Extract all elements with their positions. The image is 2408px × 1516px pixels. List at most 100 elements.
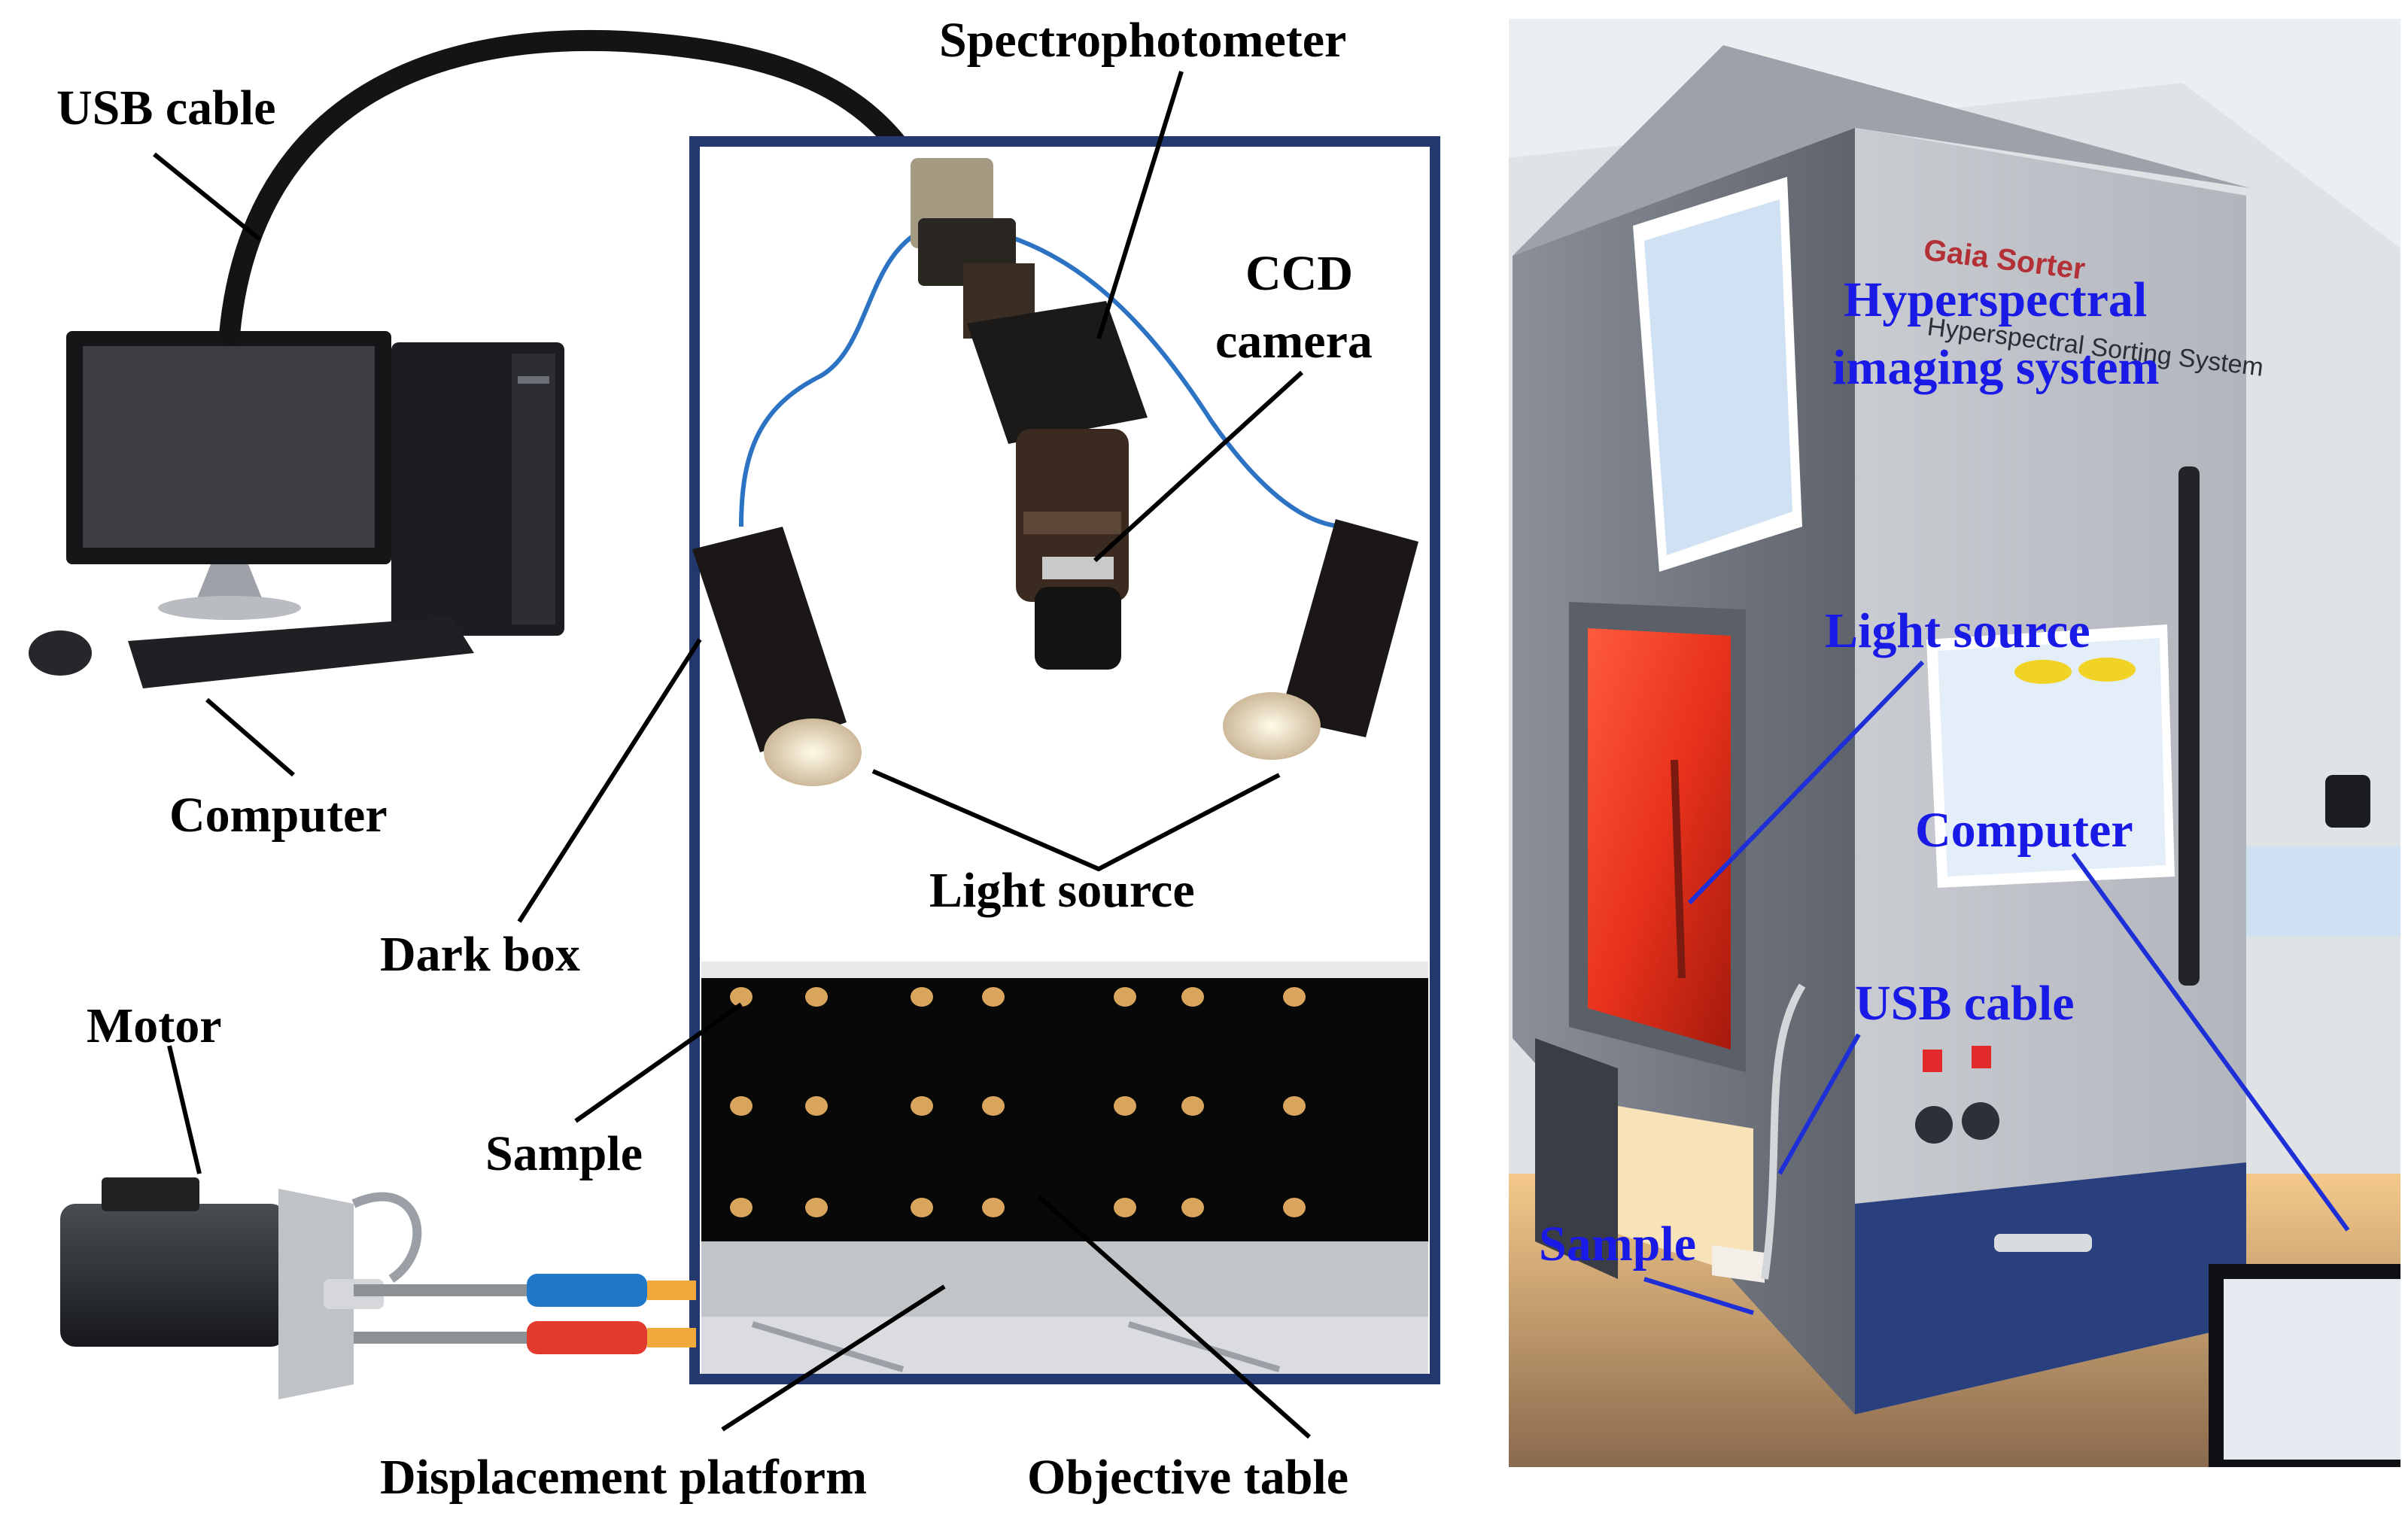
sample-grain <box>805 1096 828 1116</box>
chamber-window-red <box>1588 628 1731 1050</box>
flowchart-badge-1 <box>2014 660 2072 684</box>
label-usb-cable: USB cable <box>56 81 276 135</box>
pc-tower-front <box>512 354 555 624</box>
label-hsi-line1: Hyperspectral <box>1844 272 2147 327</box>
sample-grain <box>730 1096 752 1116</box>
displacement-platform <box>701 1241 1428 1317</box>
sample-grain <box>1181 1198 1204 1217</box>
sample-grain <box>982 1096 1005 1116</box>
leader-sample <box>574 1002 743 1123</box>
lens-ring <box>1023 512 1121 534</box>
leader-ccd-camera <box>1093 370 1304 563</box>
notice-sheet-content <box>1644 199 1792 555</box>
machine-legs <box>1535 1038 1618 1279</box>
monitor-screen <box>83 346 375 548</box>
label-dark-box: Dark box <box>380 927 580 982</box>
plug-red <box>527 1321 647 1354</box>
chamber-rod <box>1671 759 1686 979</box>
sample-grain <box>982 987 1005 1007</box>
label-ccd-line1: CCD <box>1245 246 1353 301</box>
label-right-light-source: Light source <box>1825 603 2090 658</box>
sample-grains <box>730 987 1306 1217</box>
switch-1 <box>1923 1050 1942 1072</box>
label-hsi-line2: imaging system <box>1832 340 2159 395</box>
plug-blue <box>527 1274 647 1307</box>
leader-displacement-platform <box>721 1284 946 1432</box>
right-leader-lines <box>1643 660 2350 1315</box>
keyboard <box>128 617 474 688</box>
leader-objective-table <box>1037 1194 1311 1439</box>
computer-illustration <box>29 331 564 688</box>
sample-grain <box>1283 987 1306 1007</box>
leader-spectrophotometer <box>1096 71 1184 339</box>
leader-computer <box>205 697 295 777</box>
platform-strut-1 <box>751 1321 905 1372</box>
ccd-lens-front <box>1035 587 1121 670</box>
desk-router <box>2325 775 2370 828</box>
label-computer: Computer <box>169 788 388 843</box>
sample-grain <box>730 1198 752 1217</box>
leader-dark-box <box>517 638 702 923</box>
sample-grain <box>1283 1096 1306 1116</box>
lamp-cable-left <box>739 223 934 527</box>
mouse <box>29 630 92 676</box>
leader-right-sample <box>1643 1277 1754 1315</box>
monitor-stand <box>196 564 263 602</box>
leader-motor <box>167 1045 202 1174</box>
platform-strut-2 <box>1127 1321 1281 1372</box>
objective-table-top-rail <box>701 962 1428 978</box>
sample-grain <box>805 987 828 1007</box>
switch-2 <box>1972 1046 1991 1068</box>
lamp-left-bulb <box>764 719 862 786</box>
machine-front-lower <box>1855 1162 2246 1414</box>
sample-tray <box>1712 1245 1765 1283</box>
lamp-right-bulb <box>1223 692 1321 760</box>
right-photo-panel: Gaia Sorter Hyperspectral Sorting System… <box>1509 19 2400 1467</box>
sample-grain <box>911 1198 933 1217</box>
desk-device <box>2246 846 2400 937</box>
machine-top <box>1513 45 2250 256</box>
plug-blue-tip <box>647 1281 696 1300</box>
sample-grain <box>911 1096 933 1116</box>
spectrophotometer-body <box>967 301 1148 444</box>
camera-assembly <box>911 158 1148 670</box>
lamp-right-housing <box>1279 519 1418 737</box>
knob-2 <box>1962 1102 1999 1140</box>
motor-body <box>60 1204 286 1347</box>
motor-illustration <box>60 1177 696 1399</box>
motor-connector-top <box>102 1177 199 1211</box>
label-right-sample: Sample <box>1539 1217 1696 1271</box>
sample-grain <box>730 987 752 1007</box>
knob-1 <box>1915 1106 1953 1144</box>
label-light-source: Light source <box>929 863 1195 918</box>
label-motor: Motor <box>87 998 222 1053</box>
lamp-left-housing <box>692 527 847 752</box>
sample-grain <box>1114 1096 1136 1116</box>
motor-flange <box>278 1189 354 1399</box>
leader-right-usb-cable <box>1777 1033 1861 1175</box>
sample-grain <box>911 987 933 1007</box>
desk-monitor-screen <box>2224 1279 2400 1460</box>
plug-red-tip <box>647 1328 696 1347</box>
leader-light-source <box>871 769 1281 872</box>
lamp-left <box>692 527 862 786</box>
label-sample: Sample <box>485 1126 643 1181</box>
label-spectrophotometer: Spectrophotometer <box>939 13 1346 68</box>
vertical-slot-light <box>2178 466 2200 986</box>
sample-grain <box>1181 987 1204 1007</box>
flowchart-badge-2 <box>2078 658 2136 682</box>
label-right-usb-cable: USB cable <box>1855 976 2075 1031</box>
sample-grain <box>1114 1198 1136 1217</box>
leader-usb-cable <box>153 152 261 242</box>
platform-base <box>701 1317 1428 1374</box>
sample-grain <box>1283 1198 1306 1217</box>
lamp-cable-right <box>962 223 1348 529</box>
label-objective-table: Objective table <box>1027 1450 1348 1505</box>
label-ccd-line2: camera <box>1215 314 1373 369</box>
left-leader-lines <box>153 71 1311 1439</box>
left-schematic-panel: USB cable Spectrophotometer CCD camera C… <box>29 13 1440 1505</box>
cable-bundle <box>1761 983 1806 1280</box>
drawer-handle <box>1994 1234 2092 1252</box>
monitor-base <box>158 596 301 620</box>
